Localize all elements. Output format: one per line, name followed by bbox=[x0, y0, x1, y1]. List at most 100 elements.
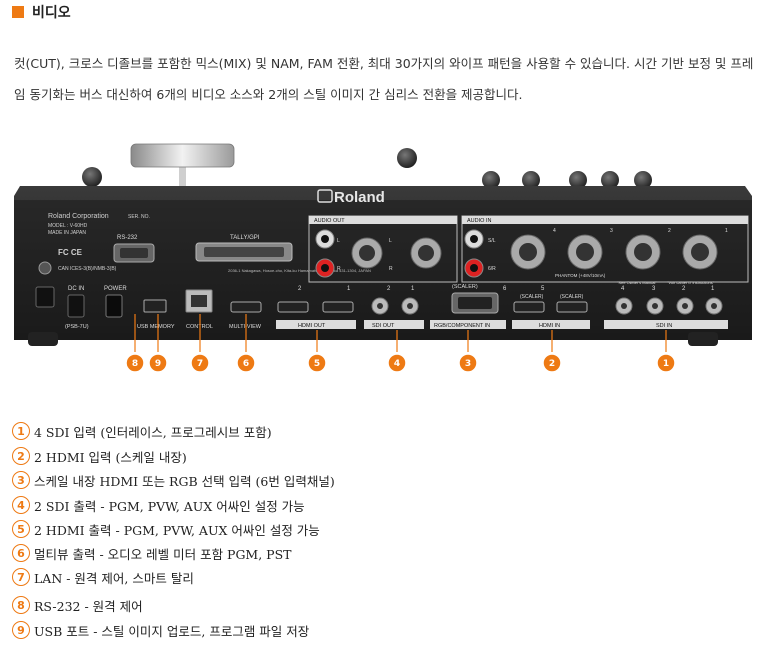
svg-text:USB MEMORY: USB MEMORY bbox=[137, 324, 175, 330]
section-heading: 비디오 bbox=[12, 2, 71, 22]
svg-text:RS-232: RS-232 bbox=[117, 235, 138, 241]
item-text: 멀티뷰 출력 - 오디오 레벨 미터 포함 PGM, PST bbox=[34, 546, 292, 562]
svg-text:7: 7 bbox=[197, 359, 203, 369]
item-text: LAN - 원격 제어, 스마트 탈리 bbox=[34, 570, 194, 586]
section-title: 비디오 bbox=[32, 5, 71, 21]
svg-text:DC IN: DC IN bbox=[68, 286, 84, 292]
item-text: RS-232 - 원격 제어 bbox=[34, 598, 143, 614]
usb-port bbox=[143, 299, 167, 313]
svg-text:4: 4 bbox=[553, 228, 556, 234]
callout-2: 2 bbox=[542, 353, 562, 373]
svg-text:SDI OUT: SDI OUT bbox=[372, 323, 395, 329]
item-number-badge: 3 bbox=[12, 471, 30, 489]
svg-text:6: 6 bbox=[503, 286, 507, 292]
item-text: USB 포트 - 스틸 이미지 업로드, 프로그램 파일 저장 bbox=[34, 623, 310, 639]
list-item: 9 USB 포트 - 스틸 이미지 업로드, 프로그램 파일 저장 bbox=[12, 620, 309, 640]
item-number-badge: 8 bbox=[12, 596, 30, 614]
audio-in-section: AUDIO IN S/L 6/R 4 3 2 1 PHANTOM (+48V/1… bbox=[461, 215, 749, 285]
item-number-badge: 2 bbox=[12, 447, 30, 465]
made-label: MADE IN JAPAN bbox=[48, 230, 86, 236]
callout-9: 9 bbox=[148, 353, 168, 373]
svg-text:5: 5 bbox=[541, 286, 545, 292]
svg-text:L: L bbox=[337, 238, 340, 244]
svg-text:6: 6 bbox=[243, 359, 249, 369]
dc-in-port bbox=[35, 286, 55, 308]
list-item: 1 4 SDI 입력 (인터레이스, 프로그레시브 포함) bbox=[12, 421, 272, 441]
item-number-badge: 1 bbox=[12, 422, 30, 440]
model-label: MODEL : V-60HD bbox=[48, 223, 88, 229]
section-description: 컷(CUT), 크로스 디졸브를 포함한 믹스(MIX) 및 NAM, FAM … bbox=[14, 56, 754, 102]
list-item: 4 2 SDI 출력 - PGM, PVW, AUX 어싸인 설정 가능 bbox=[12, 495, 305, 515]
svg-text:(SCALER): (SCALER) bbox=[520, 294, 544, 300]
svg-text:3: 3 bbox=[610, 228, 613, 234]
svg-text:AUDIO OUT: AUDIO OUT bbox=[314, 218, 345, 224]
svg-text:2036-1 Nakagawa, Hosoe-cho, Ki: 2036-1 Nakagawa, Hosoe-cho, Kita-ku Hama… bbox=[228, 268, 371, 273]
item-text: 2 SDI 출력 - PGM, PVW, AUX 어싸인 설정 가능 bbox=[34, 498, 305, 514]
tally-gpi-port: TALLY/GPI 2036-1 Nakagawa, Hosoe-cho, Ki… bbox=[195, 235, 371, 273]
list-item: 6 멀티뷰 출력 - 오디오 레벨 미터 포함 PGM, PST bbox=[12, 543, 292, 563]
svg-text:8: 8 bbox=[132, 359, 138, 369]
sdi-out-ports: 2 1 SDI OUT bbox=[364, 286, 424, 329]
svg-text:MULTI-VIEW: MULTI-VIEW bbox=[229, 324, 262, 330]
svg-text:2: 2 bbox=[682, 286, 686, 292]
svg-text:R: R bbox=[389, 266, 393, 272]
svg-text:S/L: S/L bbox=[488, 238, 496, 244]
svg-text:RGB/COMPONENT IN: RGB/COMPONENT IN bbox=[434, 323, 490, 329]
svg-text:Roland: Roland bbox=[334, 189, 385, 206]
item-number-badge: 9 bbox=[12, 621, 30, 639]
svg-text:R: R bbox=[337, 266, 341, 272]
svg-text:"Voir cahier d' instructions": "Voir cahier d' instructions" bbox=[667, 280, 715, 285]
svg-text:"See Owner's Manual": "See Owner's Manual" bbox=[617, 280, 657, 285]
audio-out-section: AUDIO OUT L R L R bbox=[308, 215, 458, 283]
item-text: 4 SDI 입력 (인터레이스, 프로그레시브 포함) bbox=[34, 424, 272, 440]
list-item: 8 RS-232 - 원격 제어 bbox=[12, 595, 143, 615]
callout-8: 8 bbox=[125, 353, 145, 373]
svg-text:SDI IN: SDI IN bbox=[656, 323, 672, 329]
list-item: 3 스케일 내장 HDMI 또는 RGB 선택 입력 (6번 입력채널) bbox=[12, 470, 335, 490]
svg-text:1: 1 bbox=[663, 359, 669, 369]
t-bar-handle bbox=[130, 143, 235, 190]
rs232-port: RS-232 bbox=[113, 235, 155, 263]
callout-7: 7 bbox=[190, 353, 210, 373]
item-text: 스케일 내장 HDMI 또는 RGB 선택 입력 (6번 입력채널) bbox=[34, 473, 335, 489]
list-item: 5 2 HDMI 출력 - PGM, PVW, AUX 어싸인 설정 가능 bbox=[12, 519, 320, 539]
fc-label: FC CE bbox=[58, 248, 83, 257]
power-switch bbox=[105, 294, 123, 318]
roland-logo: Roland bbox=[317, 189, 385, 206]
callout-1: 1 bbox=[656, 353, 676, 373]
svg-text:L: L bbox=[389, 238, 392, 244]
svg-text:POWER: POWER bbox=[104, 286, 127, 292]
svg-text:(SCALER): (SCALER) bbox=[560, 294, 584, 300]
svg-text:2: 2 bbox=[549, 359, 555, 369]
rgb-component-port: (SCALER) 6 RGB/COMPONENT IN bbox=[430, 284, 507, 329]
multiview-port bbox=[230, 301, 262, 313]
callout-4: 4 bbox=[387, 353, 407, 373]
corp-label: Roland Corporation bbox=[48, 213, 109, 220]
item-number-badge: 7 bbox=[12, 568, 30, 586]
svg-text:2: 2 bbox=[298, 286, 302, 292]
hdmi-out-ports: 2 1 HDMI OUT bbox=[276, 286, 356, 329]
svg-text:1: 1 bbox=[711, 286, 715, 292]
svg-text:4: 4 bbox=[394, 359, 400, 369]
svg-text:(SCALER): (SCALER) bbox=[452, 284, 478, 290]
list-item: 7 LAN - 원격 제어, 스마트 탈리 bbox=[12, 567, 194, 587]
svg-text:PHANTOM (+48V/10mA): PHANTOM (+48V/10mA) bbox=[555, 273, 606, 278]
sdi-in-ports: 4 3 2 1 SDI IN bbox=[604, 286, 728, 329]
svg-text:6/R: 6/R bbox=[488, 266, 496, 272]
svg-text:1: 1 bbox=[411, 286, 415, 292]
callout-5: 5 bbox=[307, 353, 327, 373]
serial-label: SER. NO. bbox=[128, 214, 150, 220]
svg-text:AUDIO IN: AUDIO IN bbox=[467, 218, 491, 224]
item-number-badge: 4 bbox=[12, 496, 30, 514]
item-text: 2 HDMI 입력 (스케일 내장) bbox=[34, 449, 187, 465]
svg-text:HDMI OUT: HDMI OUT bbox=[298, 323, 326, 329]
svg-text:4: 4 bbox=[621, 286, 625, 292]
device-rear-panel: Roland Roland Corporation SER. NO. MODEL… bbox=[14, 143, 752, 373]
svg-text:TALLY/GPI: TALLY/GPI bbox=[230, 235, 260, 241]
svg-text:1: 1 bbox=[725, 228, 728, 234]
item-number-badge: 6 bbox=[12, 544, 30, 562]
list-item: 2 2 HDMI 입력 (스케일 내장) bbox=[12, 446, 187, 466]
top-knobs bbox=[82, 148, 652, 189]
svg-text:1: 1 bbox=[347, 286, 351, 292]
item-text: 2 HDMI 출력 - PGM, PVW, AUX 어싸인 설정 가능 bbox=[34, 522, 320, 538]
